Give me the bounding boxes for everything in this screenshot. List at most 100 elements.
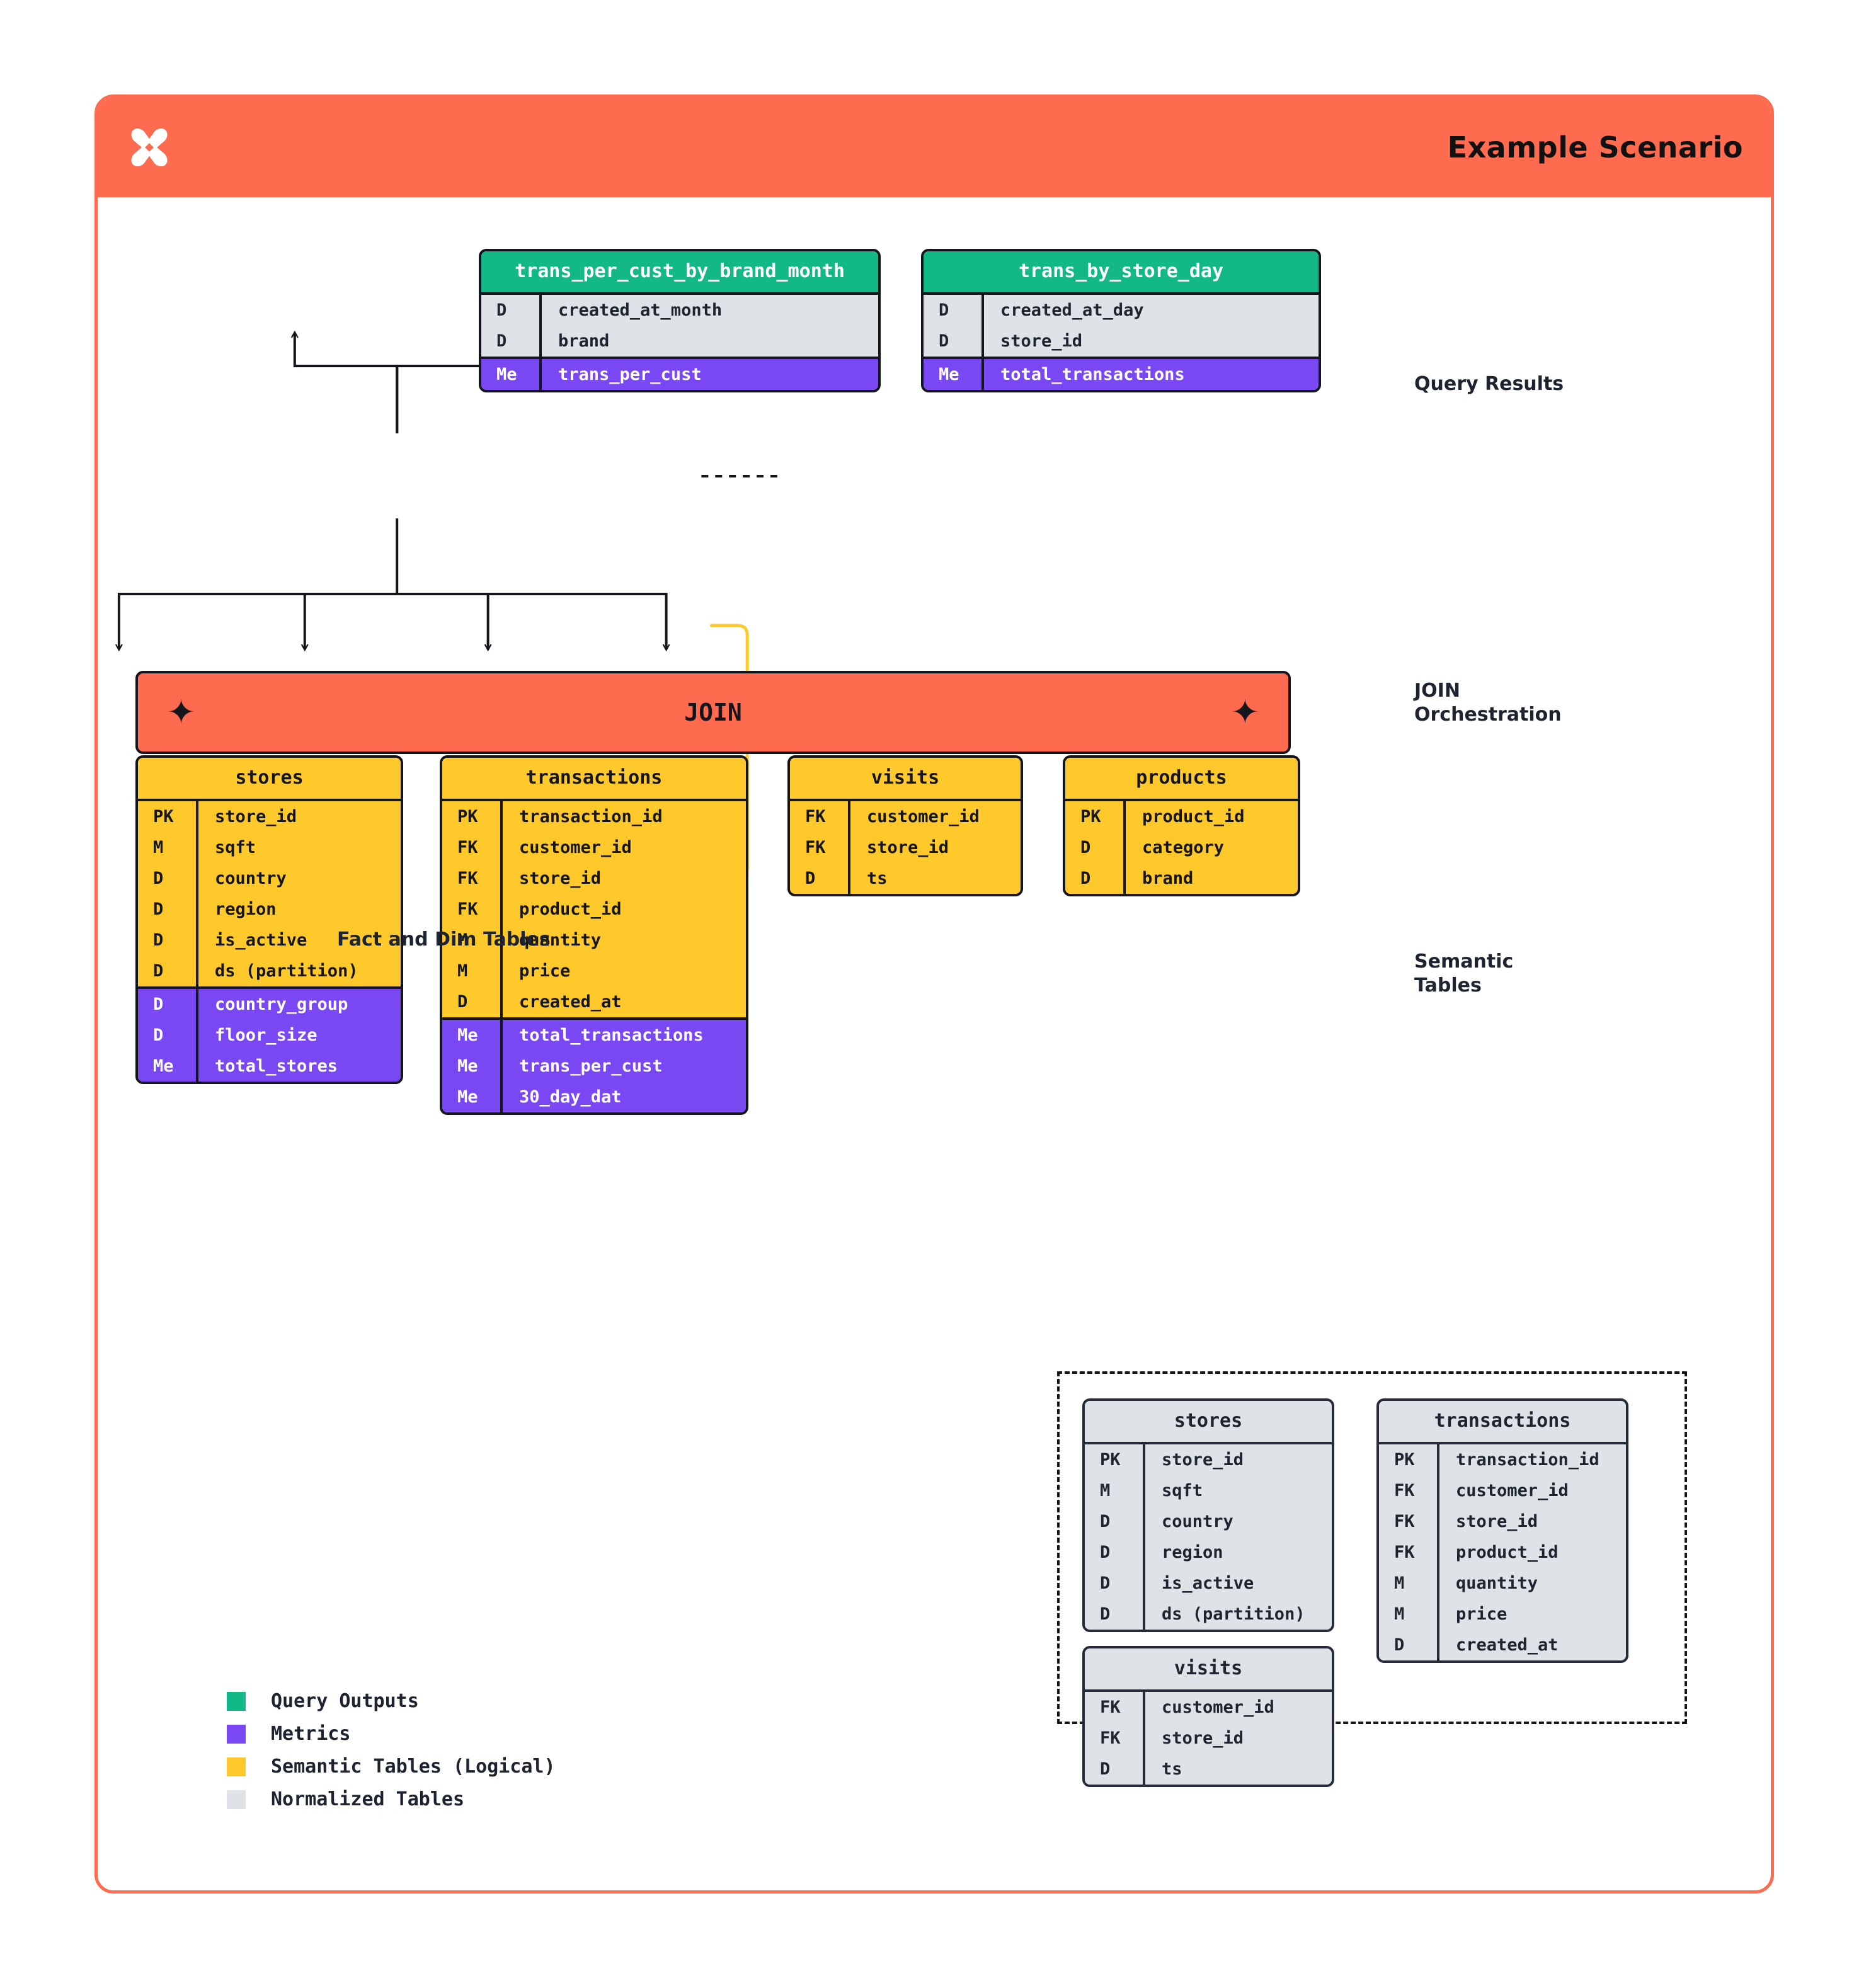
row-field: floor_size xyxy=(196,1020,401,1051)
table-row[interactable]: Me trans_per_cust xyxy=(481,359,878,390)
annotation-label-line2: Tables xyxy=(1414,974,1482,997)
table-row[interactable]: D created_at_month xyxy=(481,295,878,326)
row-kind: Me xyxy=(496,365,517,384)
row-field: created_at_month xyxy=(539,295,878,326)
table-row[interactable]: D created_at_day xyxy=(924,295,1319,326)
table-metrics-section: Me total_transactions xyxy=(924,357,1319,390)
annotation-label-line1: JOIN xyxy=(1414,680,1460,702)
annotation-fact-and-dim-tables: Fact and Dim Tables xyxy=(337,928,551,952)
legend-label: Query Outputs xyxy=(271,1690,419,1712)
table-row[interactable]: D store_id xyxy=(924,326,1319,357)
table-row[interactable]: FK product_id xyxy=(442,894,746,925)
row-field: created_at_day xyxy=(981,295,1319,326)
row-kind: D xyxy=(153,961,164,981)
diagram-canvas: trans_per_cust_by_brand_month D created_… xyxy=(98,197,1771,1892)
row-field: country xyxy=(1143,1506,1332,1537)
row-kind: D xyxy=(496,331,507,351)
row-field: customer_id xyxy=(1437,1475,1626,1506)
legend-item-metrics: Metrics xyxy=(227,1723,556,1745)
row-field: store_id xyxy=(1437,1506,1626,1537)
table-row[interactable]: Me total_transactions xyxy=(924,359,1319,390)
row-field: trans_per_cust xyxy=(500,1051,746,1082)
row-kind: Me xyxy=(939,365,959,384)
join-orchestration-bar[interactable]: ✦ JOIN ✦ xyxy=(135,671,1291,754)
row-field: store_id xyxy=(848,832,1021,863)
row-kind: M xyxy=(1394,1574,1405,1593)
row-kind: FK xyxy=(457,900,478,919)
annotation-label-line2: Orchestration xyxy=(1414,703,1562,726)
row-kind: D xyxy=(153,900,164,919)
legend-item-query-outputs: Query Outputs xyxy=(227,1690,556,1712)
row-field: ds (partition) xyxy=(1143,1599,1332,1630)
row-kind: PK xyxy=(1394,1450,1415,1470)
query-table-trans-per-cust-by-brand-month[interactable]: trans_per_cust_by_brand_month D created_… xyxy=(479,249,881,392)
annotation-semantic-tables: Semantic Tables xyxy=(1414,950,1513,997)
row-field: product_id xyxy=(500,894,746,925)
legend-item-semantic-tables: Semantic Tables (Logical) xyxy=(227,1756,556,1778)
annotation-label: Query Results xyxy=(1414,373,1564,395)
table-row[interactable]: D brand xyxy=(481,326,878,357)
row-field: quantity xyxy=(500,925,746,956)
row-kind: PK xyxy=(1080,807,1101,826)
row-field: 30_day_dat xyxy=(500,1082,746,1112)
table-dimensions-section: D created_at_month D brand xyxy=(481,292,878,357)
row-field: total_transactions xyxy=(500,1020,746,1051)
row-kind: D xyxy=(153,869,164,888)
row-field: created_at xyxy=(500,986,746,1017)
query-table-trans-by-store-day[interactable]: trans_by_store_day D created_at_day D st… xyxy=(921,249,1321,392)
row-kind: PK xyxy=(457,807,478,826)
row-kind: D xyxy=(1100,1574,1111,1593)
table-metrics-section: Me trans_per_cust xyxy=(481,357,878,390)
diagram-card: Example Scenario xyxy=(94,94,1774,1894)
